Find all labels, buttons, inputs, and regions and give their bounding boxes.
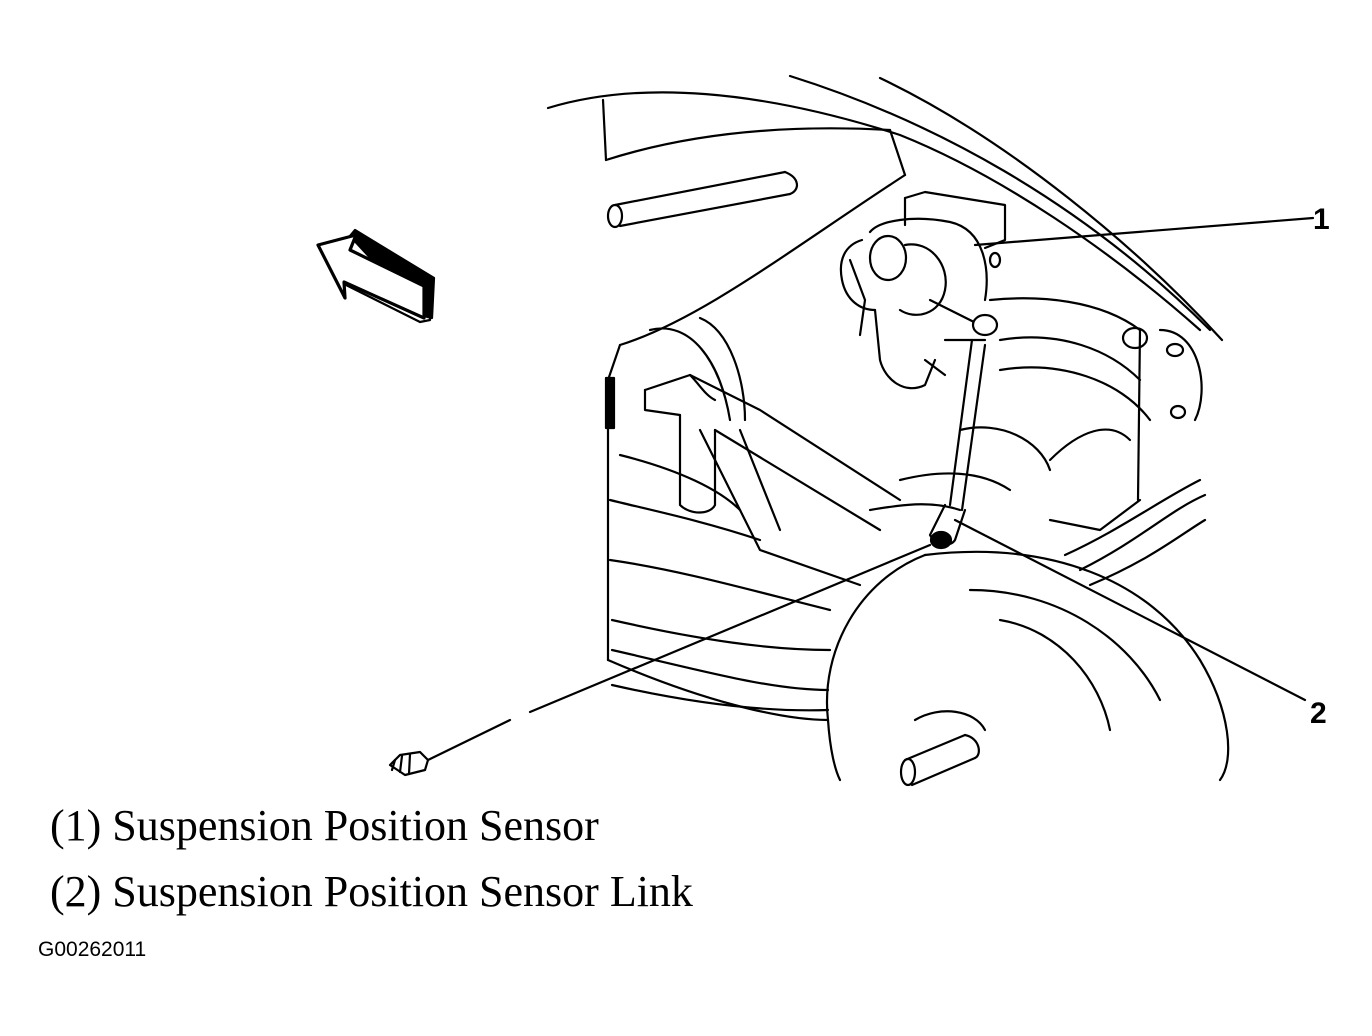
spring-area — [868, 297, 1207, 587]
legend-item-sensor-link: (2) Suspension Position Sensor Link — [50, 867, 693, 916]
frame-body — [604, 173, 907, 722]
legend-item-sensor: (1) Suspension Position Sensor — [50, 801, 599, 850]
brake-rotor — [825, 550, 1230, 782]
suspension-position-sensor — [839, 190, 1007, 390]
front-direction-arrow — [316, 228, 436, 324]
callout-number-2: 2 — [1310, 697, 1327, 730]
suspension-diagram — [316, 74, 1315, 787]
control-arm — [643, 373, 902, 587]
fastener-bolt — [388, 543, 932, 777]
figure-id: G00262011 — [38, 938, 147, 961]
fender-rod — [606, 170, 798, 229]
suspension-position-sensor-link — [928, 338, 987, 550]
callout-leader-2 — [953, 518, 1307, 702]
callout-leader-1 — [973, 216, 1315, 247]
callout-number-1: 1 — [1313, 203, 1330, 236]
fender-arcs — [546, 74, 1224, 342]
wheel-stud — [899, 733, 980, 787]
